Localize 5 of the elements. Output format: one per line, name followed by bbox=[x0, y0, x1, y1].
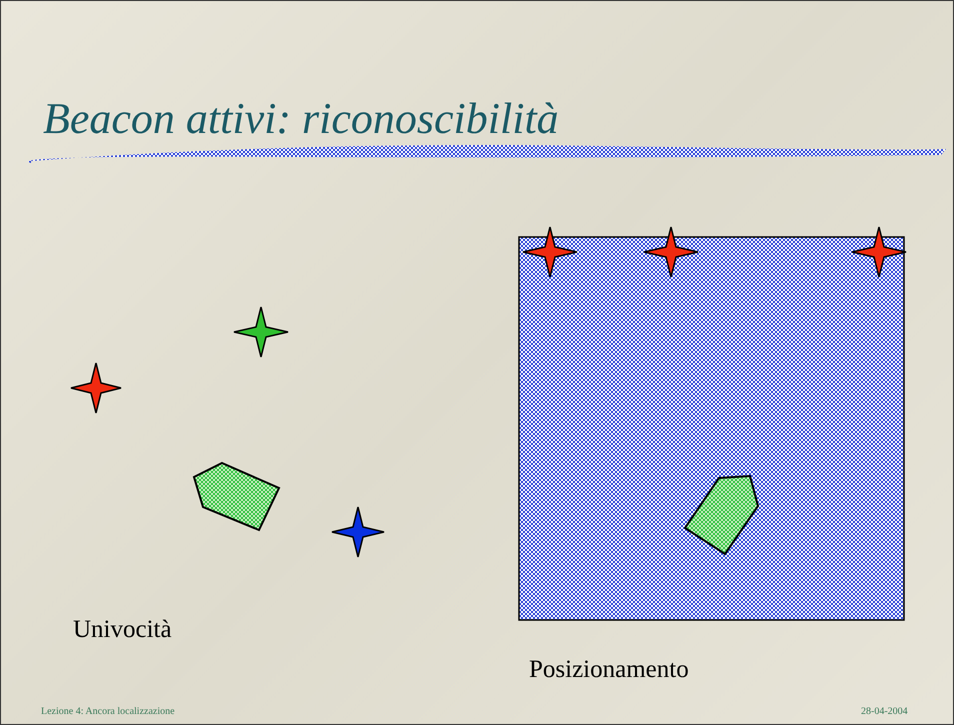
caption-text: Posizionamento bbox=[529, 656, 689, 684]
date-text: 28-04-2004 bbox=[861, 706, 908, 717]
caption-text: Univocità bbox=[73, 616, 172, 644]
slide-title: Beacon attivi: riconoscibilità bbox=[43, 93, 559, 144]
footer-text: Lezione 4: Ancora localizzazione bbox=[41, 706, 175, 717]
